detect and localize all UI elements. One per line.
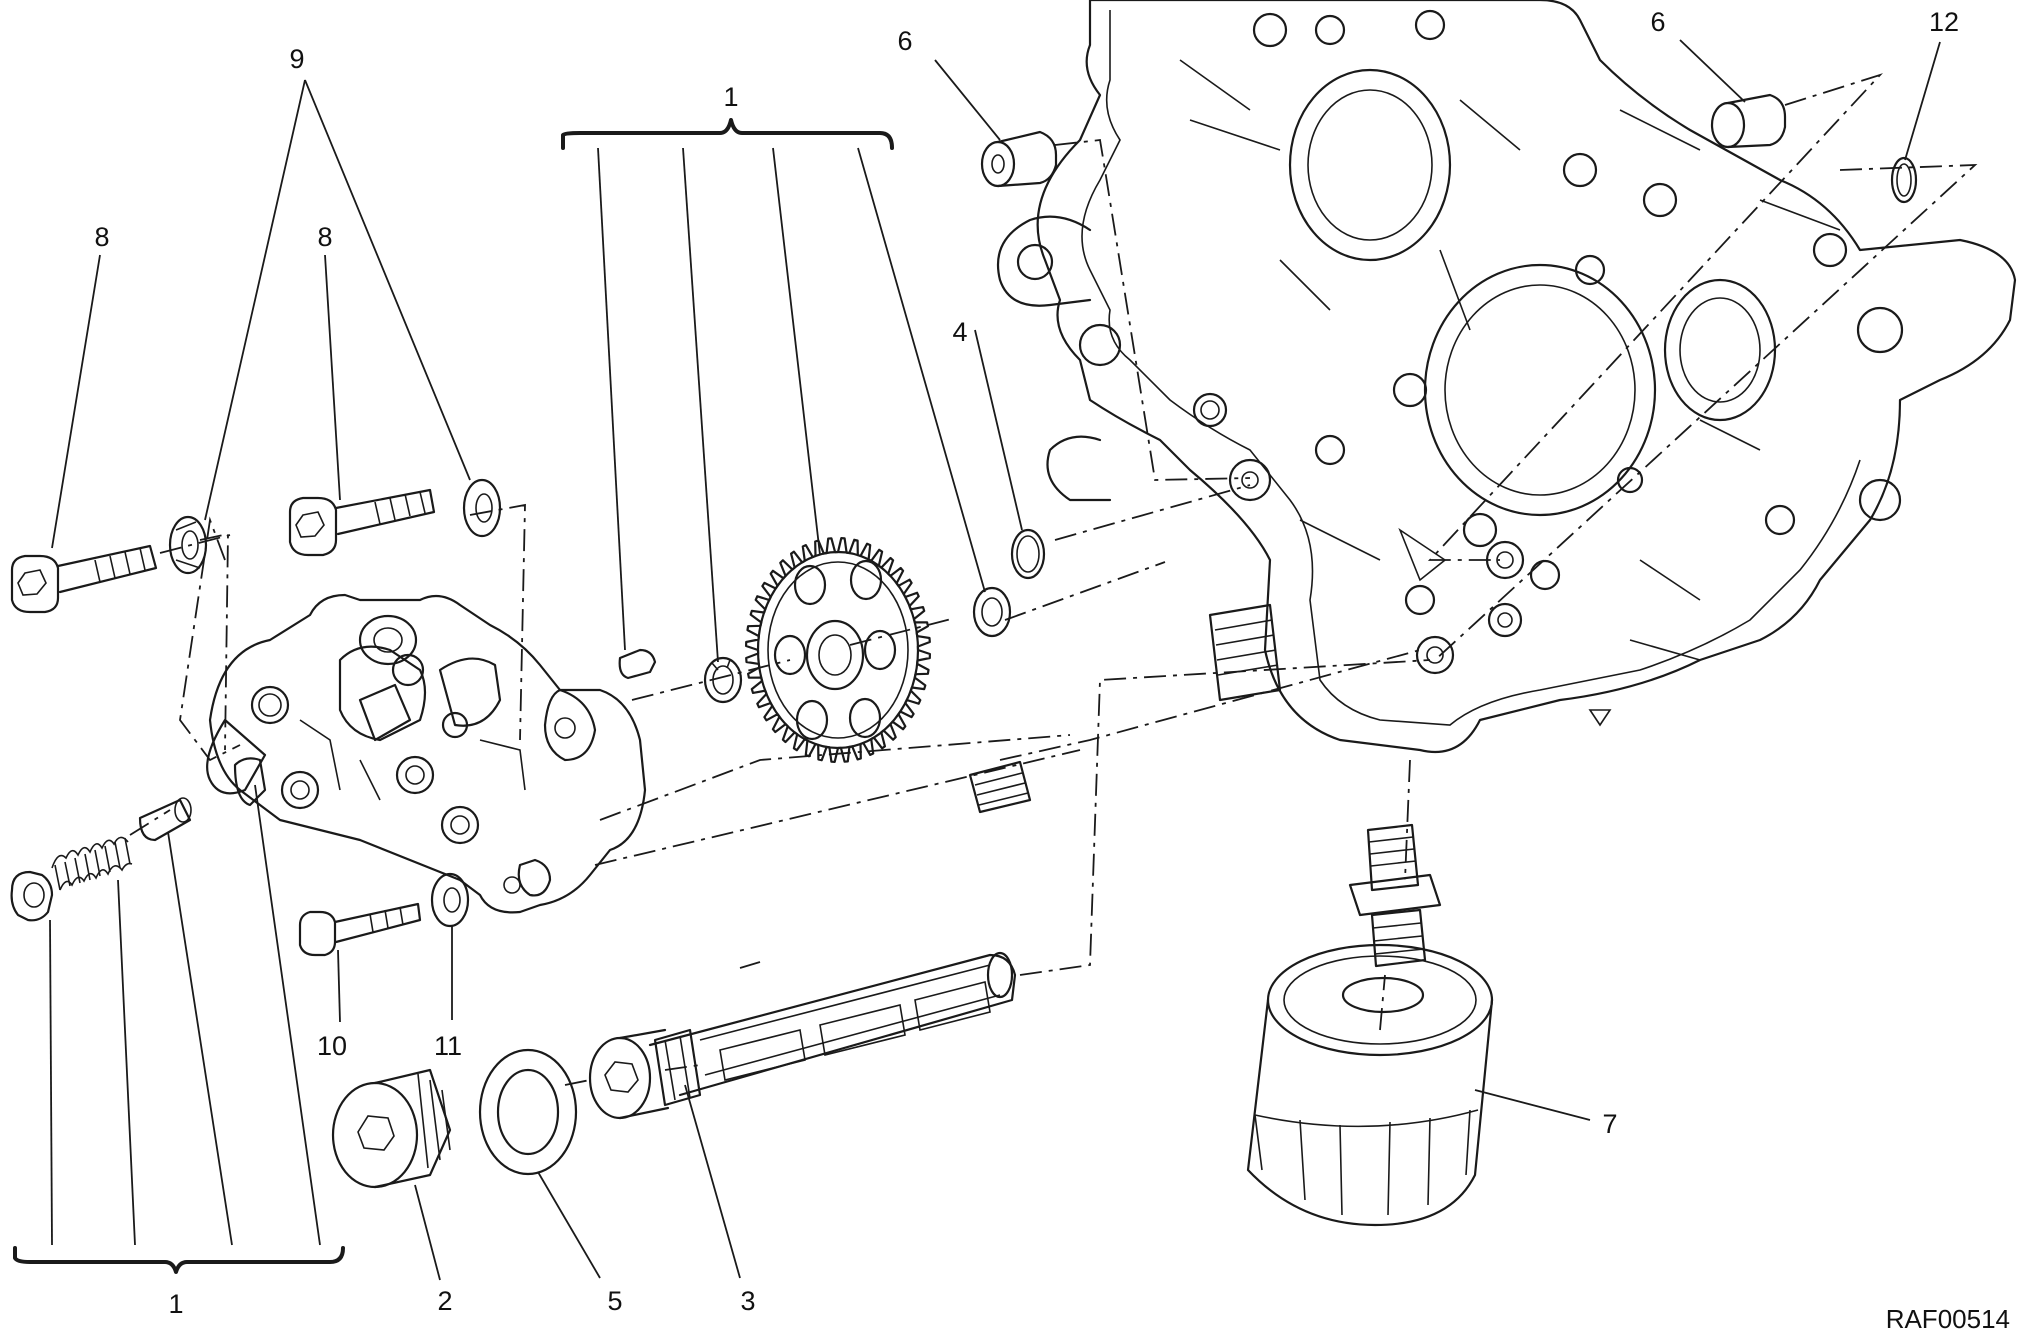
oil-pump-body — [206, 593, 647, 914]
dowel-6-left — [980, 130, 1058, 188]
o-ring-12 — [1890, 156, 1918, 204]
valve-piston — [138, 797, 192, 842]
callout-11: 11 — [434, 1031, 462, 1061]
washer-right — [462, 478, 502, 538]
snap-ring-inner — [703, 656, 743, 704]
threaded-nipple — [1348, 823, 1442, 968]
alignment-lines — [129, 73, 1978, 1086]
callout-2: 2 — [437, 1286, 452, 1316]
bolt-left — [10, 544, 158, 614]
callout-1-bottom: 1 — [168, 1289, 183, 1319]
snap-ring-outer — [972, 586, 1012, 638]
washer-small — [430, 872, 470, 928]
brace-bottom — [13, 1246, 345, 1274]
bolt-small — [298, 902, 422, 957]
braces — [13, 118, 894, 1274]
sealing-washer — [478, 1048, 578, 1176]
drain-plug — [331, 1068, 452, 1189]
callout-6-right: 6 — [1650, 7, 1665, 37]
dowel-6-right — [1710, 93, 1787, 149]
valve-plug-small — [10, 870, 54, 922]
leader-lines — [49, 39, 1941, 1281]
callout-10: 10 — [317, 1031, 347, 1061]
callout-7: 7 — [1602, 1109, 1617, 1139]
pump-drive-gear — [745, 537, 931, 763]
callout-1-top: 1 — [723, 82, 738, 112]
brace-top — [561, 118, 894, 150]
bolt-right — [288, 488, 436, 557]
callout-12: 12 — [1929, 7, 1959, 37]
oil-filter — [1246, 943, 1494, 1227]
woodruff-key — [618, 648, 657, 680]
o-ring-4 — [1010, 528, 1046, 580]
callout-9: 9 — [289, 44, 304, 74]
crankcase-half — [996, 0, 2017, 754]
oil-strainer — [588, 951, 1017, 1120]
coil-spring-middle — [968, 760, 1032, 814]
callout-8-right: 8 — [317, 222, 332, 252]
drawing-reference-code: RAF00514 — [1886, 1304, 2010, 1334]
callout-3: 3 — [740, 1286, 755, 1316]
crankcase-threaded-port — [1208, 603, 1282, 702]
callout-5: 5 — [607, 1286, 622, 1316]
callout-labels: 1 1 2 3 4 5 6 6 7 8 8 9 10 11 12 — [94, 7, 1959, 1319]
callout-8-left: 8 — [94, 222, 109, 252]
washer-left — [168, 515, 208, 575]
callout-6-left: 6 — [897, 26, 912, 56]
valve-spring — [51, 836, 133, 891]
callout-4: 4 — [952, 317, 967, 347]
